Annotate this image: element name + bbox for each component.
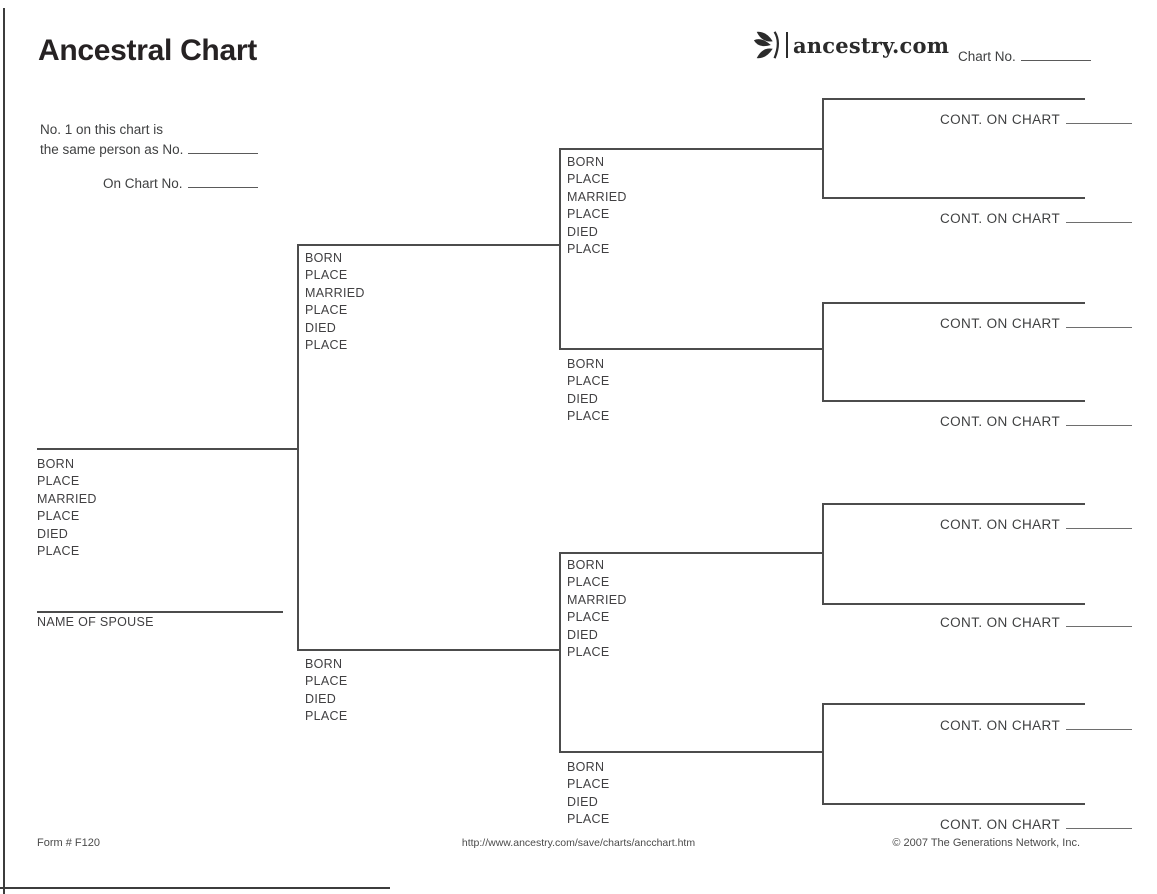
page-border-bottom xyxy=(0,887,390,889)
cont-blank-2 xyxy=(1066,209,1133,223)
great-grandparents-connector-2 xyxy=(822,302,824,401)
cont-blank-1 xyxy=(1066,110,1133,124)
ancestry-leaf-icon xyxy=(753,31,780,59)
mother-name-line xyxy=(297,649,560,651)
reference-note-line-3: On Chart No. xyxy=(103,174,258,191)
form-url: http://www.ancestry.com/save/charts/ancc… xyxy=(461,837,696,849)
cont-blank-5 xyxy=(1066,515,1133,529)
cont-on-chart-1: CONT. ON CHART xyxy=(940,110,1133,127)
cont-blank-8 xyxy=(1066,815,1133,829)
cont-blank-4 xyxy=(1066,412,1133,426)
paternal-grandmother-name-line xyxy=(559,348,823,350)
great-grandparent-7-name-line xyxy=(822,703,1085,705)
cont-on-chart-6: CONT. ON CHART xyxy=(940,613,1133,630)
same-person-blank xyxy=(188,140,259,154)
cont-on-chart-7: CONT. ON CHART xyxy=(940,716,1133,733)
great-grandparent-4-name-line xyxy=(822,400,1085,402)
reference-note-line-2: the same person as No. xyxy=(40,140,259,157)
name-of-spouse-label: NAME OF SPOUSE xyxy=(37,615,154,629)
cont-on-chart-2: CONT. ON CHART xyxy=(940,209,1133,226)
cont-on-chart-8: CONT. ON CHART xyxy=(940,815,1133,832)
great-grandparents-connector-1 xyxy=(822,98,824,198)
great-grandparent-2-name-line xyxy=(822,197,1085,199)
great-grandparents-connector-3 xyxy=(822,503,824,604)
maternal-grandmother-name-line xyxy=(559,751,823,753)
cont-blank-7 xyxy=(1066,716,1133,730)
cont-on-chart-5: CONT. ON CHART xyxy=(940,515,1133,532)
form-number: Form # F120 xyxy=(37,837,100,849)
chart-no-label: Chart No. xyxy=(958,49,1016,64)
person-1-name-line xyxy=(37,448,298,450)
cont-on-chart-4: CONT. ON CHART xyxy=(940,412,1133,429)
chart-no-field: Chart No. xyxy=(958,47,1091,64)
cont-blank-3 xyxy=(1066,314,1133,328)
great-grandparent-8-name-line xyxy=(822,803,1085,805)
great-grandparent-3-name-line xyxy=(822,302,1085,304)
ancestry-logo: ancestry.com xyxy=(752,29,949,61)
on-chart-no-blank xyxy=(187,174,258,188)
maternal-grandfather-name-line xyxy=(559,552,823,554)
paternal-grandparents-connector-line xyxy=(559,148,561,349)
paternal-grandfather-name-line xyxy=(559,148,823,150)
father-name-line xyxy=(297,244,560,246)
copyright-notice: © 2007 The Generations Network, Inc. xyxy=(892,837,1080,849)
great-grandparents-connector-4 xyxy=(822,703,824,804)
logo-divider xyxy=(786,32,788,58)
great-grandparent-1-name-line xyxy=(822,98,1085,100)
page-border-left xyxy=(3,8,5,894)
cont-blank-6 xyxy=(1066,613,1133,627)
cont-on-chart-3: CONT. ON CHART xyxy=(940,314,1133,331)
great-grandparent-5-name-line xyxy=(822,503,1085,505)
reference-note-line-1: No. 1 on this chart is xyxy=(40,122,164,137)
spouse-name-line xyxy=(37,611,283,613)
great-grandparent-6-name-line xyxy=(822,603,1085,605)
parents-connector-line xyxy=(297,244,299,650)
maternal-grandparents-connector-line xyxy=(559,552,561,752)
logo-wordmark: ancestry.com xyxy=(793,32,950,58)
page-title: Ancestral Chart xyxy=(38,34,257,67)
chart-no-blank xyxy=(1020,47,1091,61)
